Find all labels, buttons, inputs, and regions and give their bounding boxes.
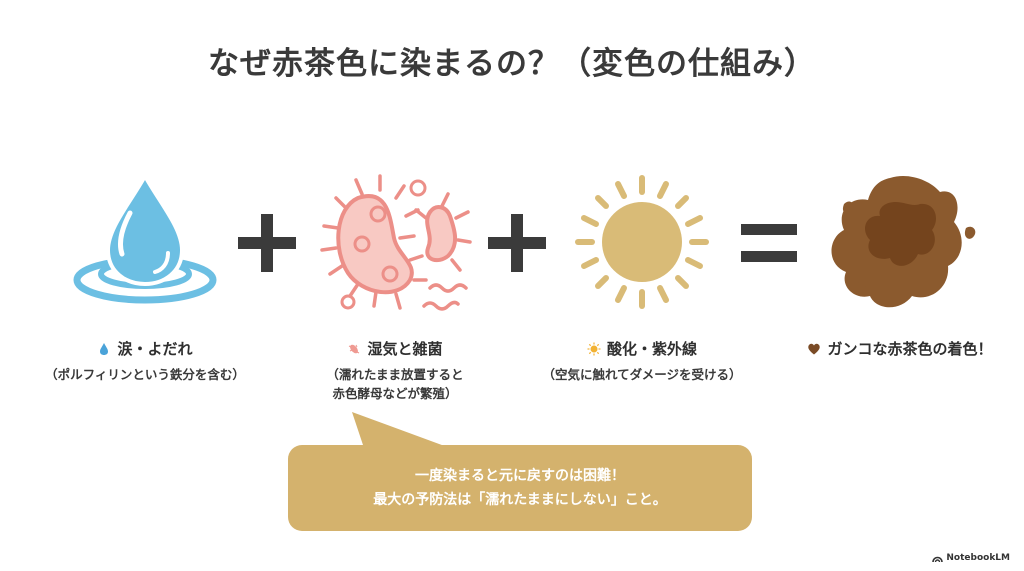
callout-tail	[352, 412, 450, 448]
sun-icon	[575, 175, 709, 309]
label-sub: （空気に触れてダメージを受ける）	[542, 367, 742, 382]
label-tears: 涙・よだれ （ポルフィリンという鉄分を含む）	[20, 338, 270, 384]
bacteria-icon	[349, 344, 360, 353]
label-result: ガンコな赤茶色の着色！	[780, 338, 1020, 359]
label-sub: 赤色酵母などが繁殖）	[332, 386, 458, 401]
callout-line-1: 一度染まると元に戻すのは困難！	[415, 468, 625, 484]
sun-icon	[587, 342, 601, 355]
brand-label: NotebookLM	[946, 553, 1010, 563]
water-drop-icon	[73, 171, 217, 304]
page-title: なぜ赤茶色に染まるの？（変色の仕組み）	[208, 46, 816, 82]
plus-operator-icon	[238, 214, 296, 272]
notebooklm-logo-icon	[932, 556, 944, 562]
label-sub: （ポルフィリンという鉄分を含む）	[45, 367, 245, 382]
label-title: ガンコな赤茶色の着色！	[827, 340, 993, 358]
bacteria-icon	[320, 174, 472, 311]
label-sub: （濡れたまま放置すると	[326, 367, 464, 382]
label-bacteria: 湿気と雑菌 （濡れたまま放置すると 赤色酵母などが繁殖）	[300, 338, 490, 403]
heart-icon	[808, 343, 821, 354]
callout-box: 一度染まると元に戻すのは困難！ 最大の予防法は「濡れたままにしない」こと。	[288, 445, 752, 531]
plus-operator-icon	[488, 214, 546, 272]
brand-watermark: NotebookLM	[932, 553, 1010, 563]
label-title: 湿気と雑菌	[367, 340, 443, 358]
equals-operator-icon	[741, 224, 797, 262]
label-title: 酸化・紫外線	[606, 340, 697, 358]
stain-icon	[831, 175, 976, 308]
callout-line-2: 最大の予防法は「濡れたままにしない」こと。	[373, 492, 667, 508]
water-drop-icon	[100, 342, 109, 355]
label-oxidation: 酸化・紫外線 （空気に触れてダメージを受ける）	[522, 338, 762, 384]
label-title: 涙・よだれ	[117, 340, 193, 358]
